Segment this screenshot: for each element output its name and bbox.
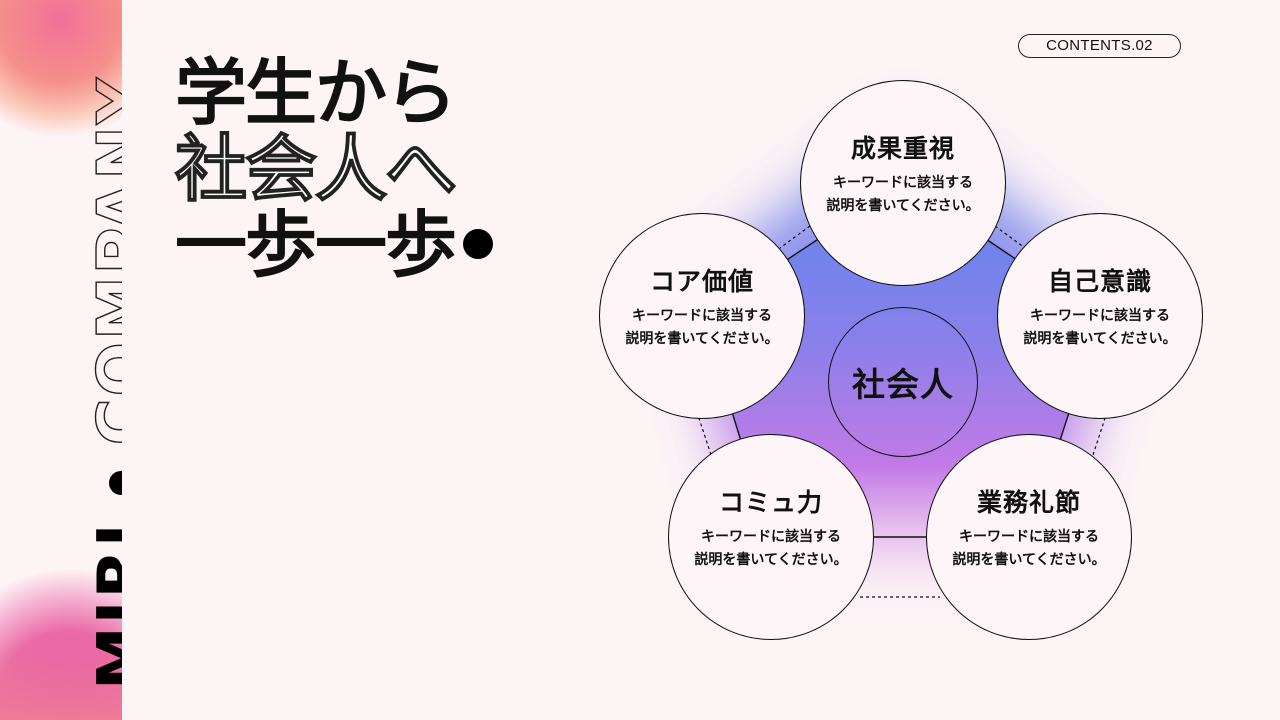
node-business-etiquette: 業務礼節 キーワードに該当する 説明を書いてください。: [926, 434, 1132, 640]
node-title: 自己意識: [1047, 267, 1152, 296]
node-desc-1: キーワードに該当する: [1030, 308, 1170, 324]
node-desc-1: キーワードに該当する: [959, 529, 1099, 545]
title-line-3-wrap: 一歩一歩: [175, 207, 494, 283]
node-desc-2: 説明を書いてください。: [625, 331, 779, 347]
bullet-dot-icon: [463, 229, 494, 260]
node-desc-1: キーワードに該当する: [701, 529, 841, 545]
node-desc-2: 説明を書いてください。: [952, 552, 1106, 568]
page-title: 学生から 社会人へ 一歩一歩: [174, 51, 494, 283]
strip-glow-top: [0, 0, 122, 140]
node-results: 成果重視 キーワードに該当する 説明を書いてください。: [800, 80, 1006, 286]
node-communication: コミュ力 キーワードに該当する 説明を書いてください。: [668, 434, 874, 640]
title-line-3: 一歩一歩: [175, 203, 457, 287]
node-self-awareness: 自己意識 キーワードに該当する 説明を書いてください。: [997, 213, 1203, 419]
node-desc-2: 説明を書いてください。: [826, 198, 980, 214]
node-title: コア価値: [649, 267, 754, 296]
node-desc-1: キーワードに該当する: [833, 175, 973, 191]
title-line-2: 社会人へ: [174, 127, 458, 211]
node-core-values: コア価値 キーワードに該当する 説明を書いてください。: [599, 213, 805, 419]
center-label: 社会人: [852, 365, 954, 404]
node-desc-2: 説明を書いてください。: [694, 552, 848, 568]
strip-gradient-bottom: [0, 640, 122, 720]
node-title: 成果重視: [850, 134, 955, 163]
contents-badge: CONTENTS.02: [1018, 34, 1181, 58]
node-desc-1: キーワードに該当する: [632, 308, 772, 324]
title-line-1: 学生から: [175, 51, 457, 135]
node-title: コミュ力: [718, 488, 823, 517]
node-title: 業務礼節: [976, 488, 1081, 517]
center-node: 社会人: [828, 307, 978, 457]
node-desc-2: 説明を書いてください。: [1023, 331, 1177, 347]
side-strip: MIRICOMPANY: [0, 0, 122, 720]
